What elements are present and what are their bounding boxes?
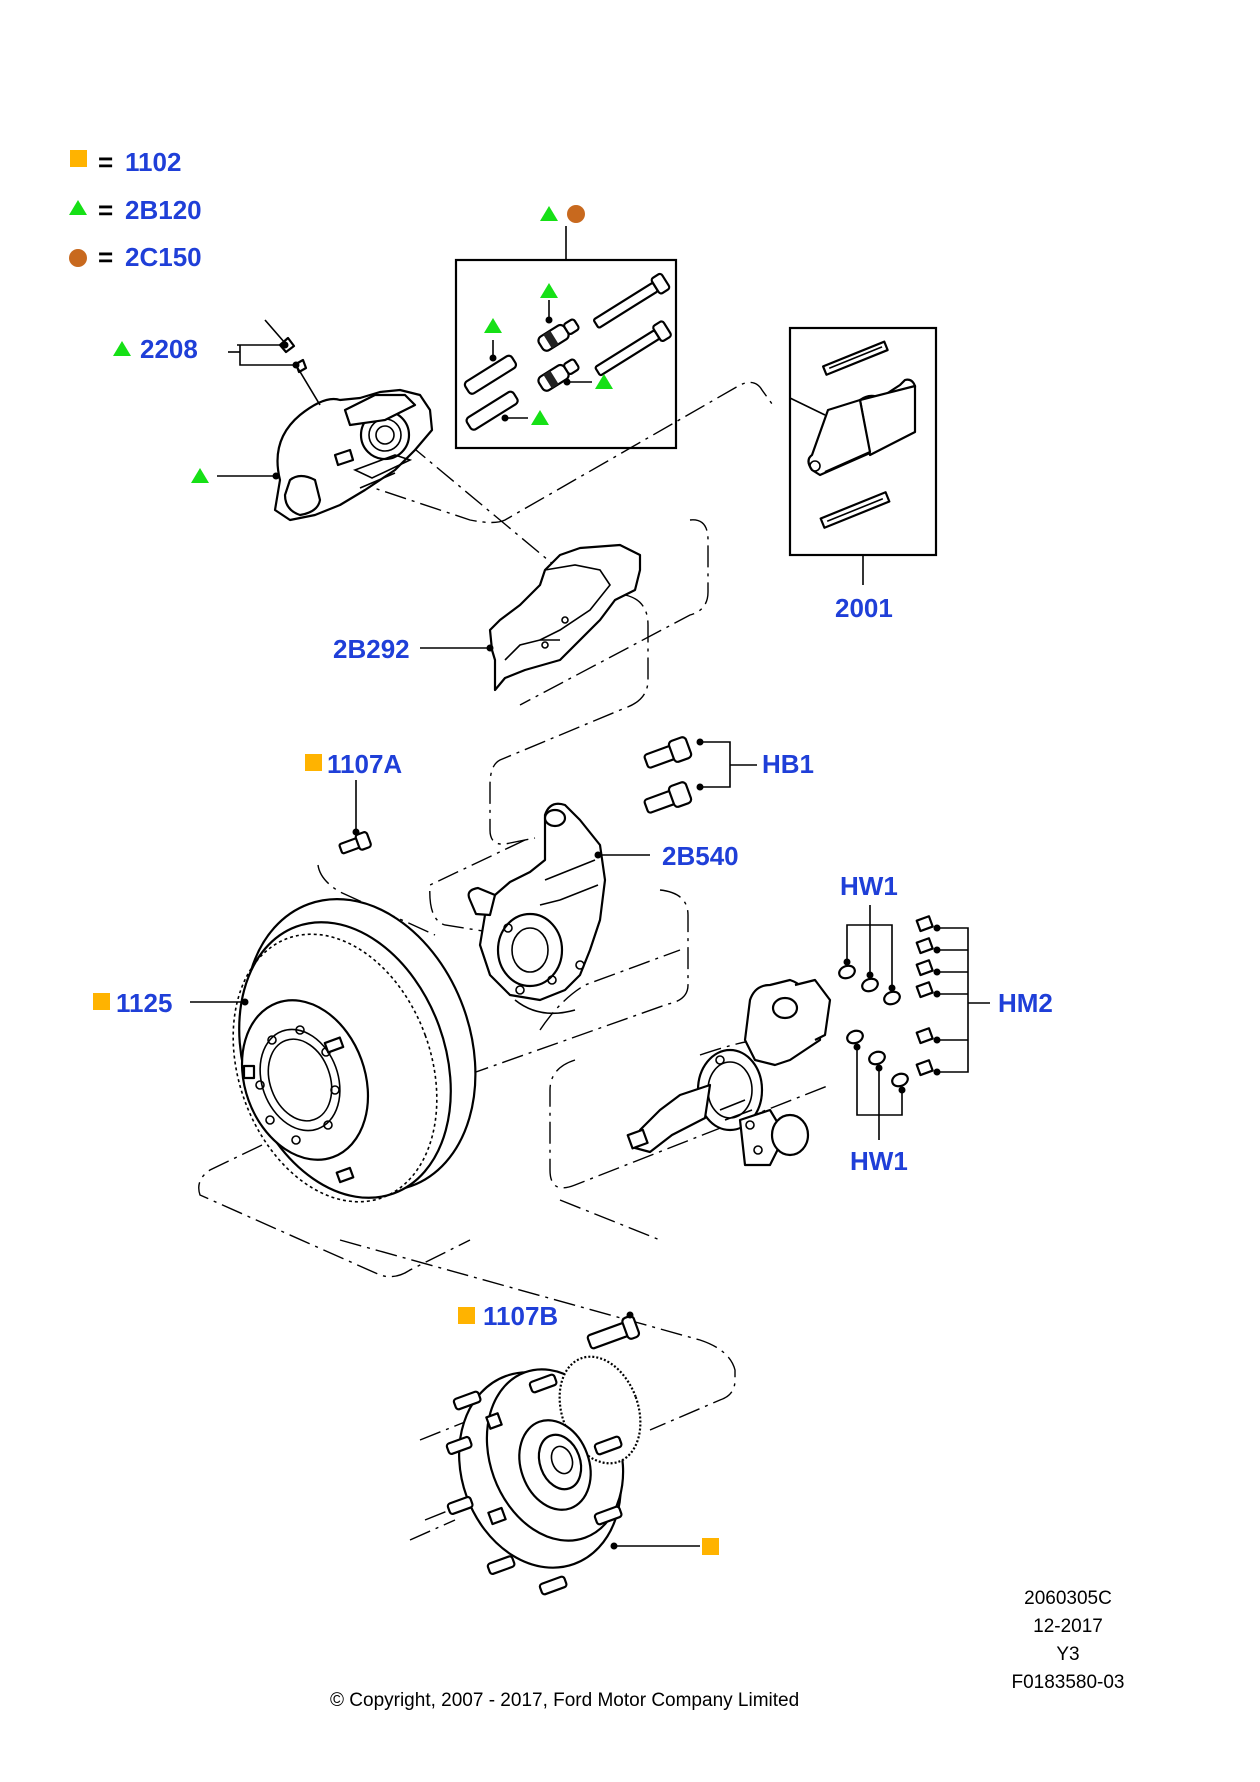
screw-a-part [338,831,372,855]
label-HB1: HB1 [762,749,814,779]
caliper-bracket [467,802,607,1015]
legend-code-2B120: 2B120 [125,195,202,225]
legend-circle-icon [69,249,87,267]
brake-pad-kit [789,340,917,529]
label-2001: 2001 [835,593,893,623]
label-2B292: 2B292 [333,634,410,664]
legend-triangle-icon [69,200,87,215]
legend-code-2C150: 2C150 [125,242,202,272]
label-2208: 2208 [140,334,198,364]
anti-rattle-shield [488,543,642,692]
stud-b-square-icon [458,1307,475,1324]
screw-a-square-icon [305,754,322,771]
diagram-model: Y3 [1056,1644,1079,1665]
label-HW1-top: HW1 [840,871,898,901]
hardware-bolts [643,736,757,814]
legend-code-1102: 1102 [125,147,181,177]
steering-knuckle [626,978,832,1167]
label-1107B: 1107B [483,1301,558,1331]
stud-b-part [586,1315,641,1350]
label-HW1-bottom: HW1 [850,1146,908,1176]
knuckle-nuts [915,915,990,1077]
svg-text:=: = [98,147,113,177]
diagram-code: 2060305C [1024,1588,1112,1609]
legend-square-icon [70,150,87,167]
rotor-square-icon [93,993,110,1010]
diagram-date: 12-2017 [1033,1616,1103,1637]
legend: = 1102 = 2B120 = 2C150 [69,147,202,272]
knuckle-washers-bottom [846,1029,909,1140]
label-1125: 1125 [116,988,172,1018]
svg-text:=: = [98,195,113,225]
label-2B540: 2B540 [662,841,739,871]
caliper-assembly [217,319,434,522]
label-1107A: 1107A [327,749,402,779]
label-HM2: HM2 [998,988,1053,1018]
kit-triangle-icon [540,206,558,221]
assembly-centerlines [198,381,831,1541]
copyright-text: © Copyright, 2007 - 2017, Ford Motor Com… [330,1690,799,1711]
brake-rotor [232,898,477,1203]
diagram-reference: F0183580-03 [1011,1672,1124,1693]
wheel-hub [445,1355,642,1596]
caliper-body-triangle-icon [191,468,209,483]
guide-pin-kit [463,272,672,431]
hub-square-icon [702,1538,719,1555]
knuckle-washers-top [838,905,901,1006]
svg-text:=: = [98,242,113,272]
caliper-triangle-icon [113,341,131,356]
kit-circle-icon [567,205,585,223]
